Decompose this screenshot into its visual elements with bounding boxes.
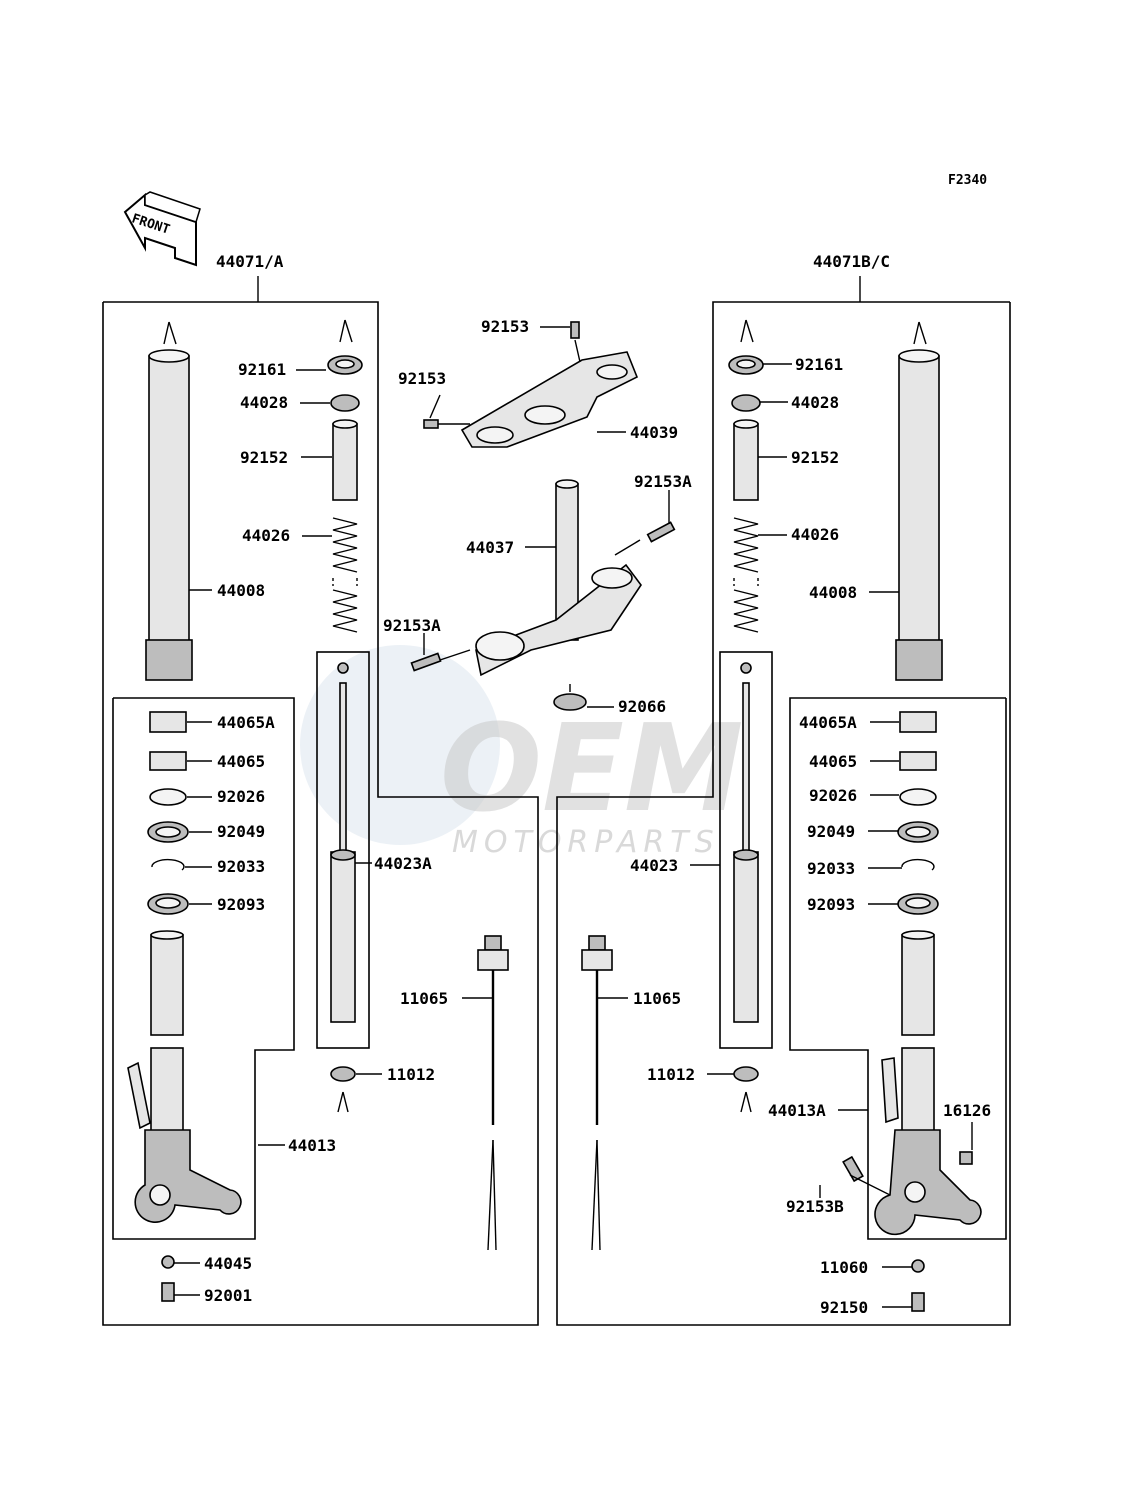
- upper-triple-clamp: [423, 321, 639, 448]
- seal-stack-left: [147, 711, 189, 915]
- label-44037: 44037: [466, 538, 514, 557]
- label-92153B: 92153B: [786, 1197, 844, 1216]
- label-44071A: 44071/A: [216, 252, 284, 271]
- label-right-92026: 92026: [809, 786, 857, 805]
- label-left-44065A: 44065A: [217, 713, 275, 732]
- assembly-frames: [102, 276, 1011, 1326]
- label-left-92152: 92152: [240, 448, 288, 467]
- label-left-92093: 92093: [217, 895, 265, 914]
- label-16126: 16126: [943, 1101, 991, 1120]
- label-44023A: 44023A: [374, 854, 432, 873]
- label-92153A-right: 92153A: [634, 472, 692, 491]
- label-92153-top: 92153: [481, 317, 529, 336]
- label-44013: 44013: [288, 1136, 336, 1155]
- label-right-44008: 44008: [809, 583, 857, 602]
- label-92150: 92150: [820, 1298, 868, 1317]
- label-left-44008: 44008: [217, 581, 265, 600]
- label-92001: 92001: [204, 1286, 252, 1305]
- label-right-92049: 92049: [807, 822, 855, 841]
- leader-lines: [174, 326, 973, 1308]
- label-left-92026: 92026: [217, 787, 265, 806]
- outer-tube-right: [895, 321, 943, 681]
- diagram-code: F2340: [948, 173, 987, 188]
- label-92153A-left: 92153A: [383, 616, 441, 635]
- label-left-44026: 44026: [242, 526, 290, 545]
- label-right-92152: 92152: [791, 448, 839, 467]
- label-left-11065: 11065: [400, 989, 448, 1008]
- label-left-44065: 44065: [217, 752, 265, 771]
- label-right-11065: 11065: [633, 989, 681, 1008]
- watermark-globe-icon: [300, 645, 500, 845]
- label-left-92161: 92161: [238, 360, 286, 379]
- fork-cap-rod-left: [477, 935, 509, 1251]
- label-92153-mid: 92153: [398, 369, 446, 388]
- label-44045: 44045: [204, 1254, 252, 1273]
- front-arrow-icon: FRONT: [123, 191, 201, 267]
- seal-stack-right: [897, 711, 939, 915]
- label-44013A: 44013A: [768, 1101, 826, 1120]
- fork-cap-rod-right: [581, 935, 613, 1251]
- label-left-92033: 92033: [217, 857, 265, 876]
- inner-tube-right: [842, 930, 982, 1312]
- label-44023: 44023: [630, 856, 678, 875]
- label-right-44065: 44065: [809, 752, 857, 771]
- label-right-92093: 92093: [807, 895, 855, 914]
- outer-tube-left: [145, 321, 193, 681]
- label-right-44028: 44028: [791, 393, 839, 412]
- damper-rod-left: [330, 662, 356, 1113]
- part-labels: 44071/A 44071B/C 92153 92153 44039 92153…: [204, 252, 991, 1317]
- damper-rod-right: [733, 662, 759, 1113]
- steering-stem: [410, 479, 676, 711]
- label-44039: 44039: [630, 423, 678, 442]
- inner-tube-left: [127, 930, 242, 1302]
- label-left-44028: 44028: [240, 393, 288, 412]
- label-left-92049: 92049: [217, 822, 265, 841]
- watermark-brand: OEM: [440, 700, 743, 839]
- watermark: OEM MOTORPARTS: [300, 645, 743, 860]
- label-44071BC: 44071B/C: [813, 252, 890, 271]
- label-right-44065A: 44065A: [799, 713, 857, 732]
- label-right-92161: 92161: [795, 355, 843, 374]
- label-right-44026: 44026: [791, 525, 839, 544]
- label-11060: 11060: [820, 1258, 868, 1277]
- label-right-11012: 11012: [647, 1065, 695, 1084]
- spring-stack-left: [327, 319, 363, 633]
- label-right-92033: 92033: [807, 859, 855, 878]
- label-left-11012: 11012: [387, 1065, 435, 1084]
- spring-stack-right: [728, 319, 764, 633]
- label-92066: 92066: [618, 697, 666, 716]
- watermark-subtitle: MOTORPARTS: [452, 825, 720, 860]
